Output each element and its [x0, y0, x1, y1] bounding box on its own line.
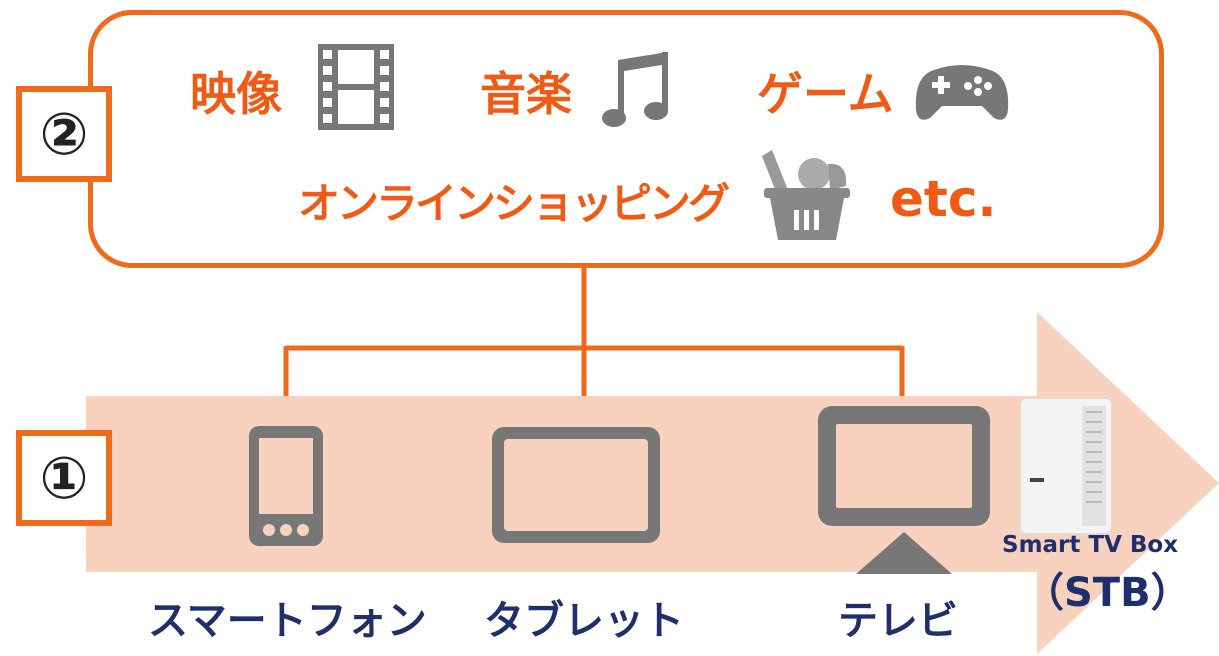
- service-game-label: ゲーム: [757, 67, 894, 121]
- set-top-box-icon: [1020, 398, 1112, 534]
- device-tv-label: テレビ: [838, 598, 958, 644]
- film-icon: [318, 44, 394, 130]
- services-number-badge: ②: [16, 86, 112, 182]
- service-etc-label: etc.: [890, 170, 997, 228]
- service-video-label: 映像: [190, 67, 282, 121]
- music-note-icon: [602, 52, 668, 127]
- services-box: [88, 10, 1164, 268]
- service-music-label: 音楽: [480, 67, 572, 121]
- smartphone-icon: [249, 426, 323, 546]
- service-shopping-label: オンラインショッピング: [298, 179, 730, 228]
- device-stb-abbr: （STB）: [1024, 570, 1191, 616]
- device-tablet-label: タブレット: [484, 598, 684, 644]
- television-icon: [818, 406, 990, 574]
- services-number: ②: [39, 100, 89, 168]
- shopping-basket-icon: [762, 150, 850, 240]
- devices-number-badge: ①: [16, 430, 112, 526]
- connector-lines: [283, 268, 905, 396]
- devices-number: ①: [39, 444, 89, 512]
- device-smartphone-label: スマートフォン: [148, 598, 427, 644]
- device-stb-name: Smart TV Box: [1002, 532, 1179, 558]
- game-controller-icon: [915, 65, 1009, 120]
- tablet-icon: [492, 427, 660, 543]
